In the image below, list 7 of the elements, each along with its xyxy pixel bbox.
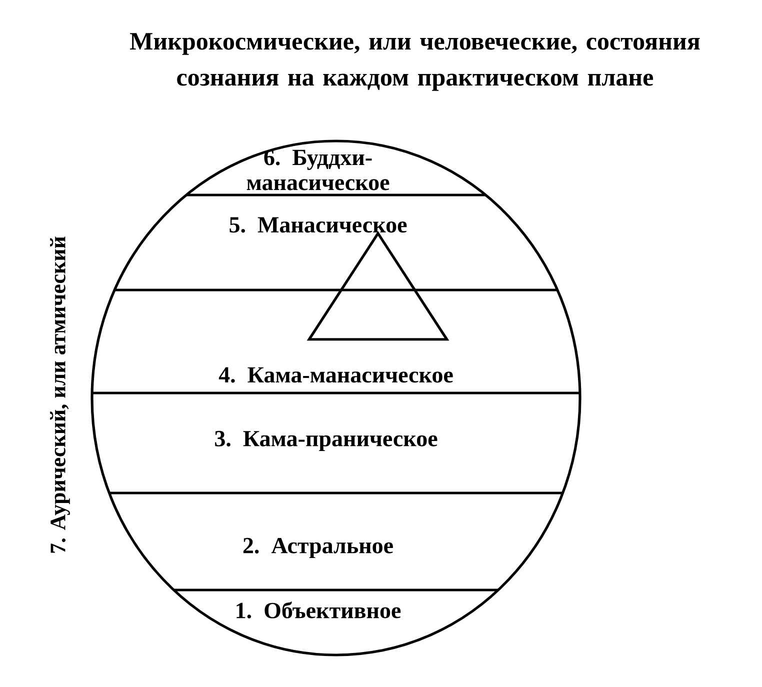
band-label: 1. Объективное — [236, 602, 401, 618]
band-label: 5. Манасическое — [230, 217, 407, 233]
band-label: 4. Кама-манасическое — [218, 367, 453, 383]
band-label: 3. Кама-праническое — [215, 430, 438, 452]
node-label: 7. Аурический, или атмический — [50, 236, 70, 553]
band-label: 2. Астральное — [243, 538, 393, 558]
title: Микрокосмические, или человеческие, состояния сознания на каждом практическом плане — [130, 33, 700, 91]
